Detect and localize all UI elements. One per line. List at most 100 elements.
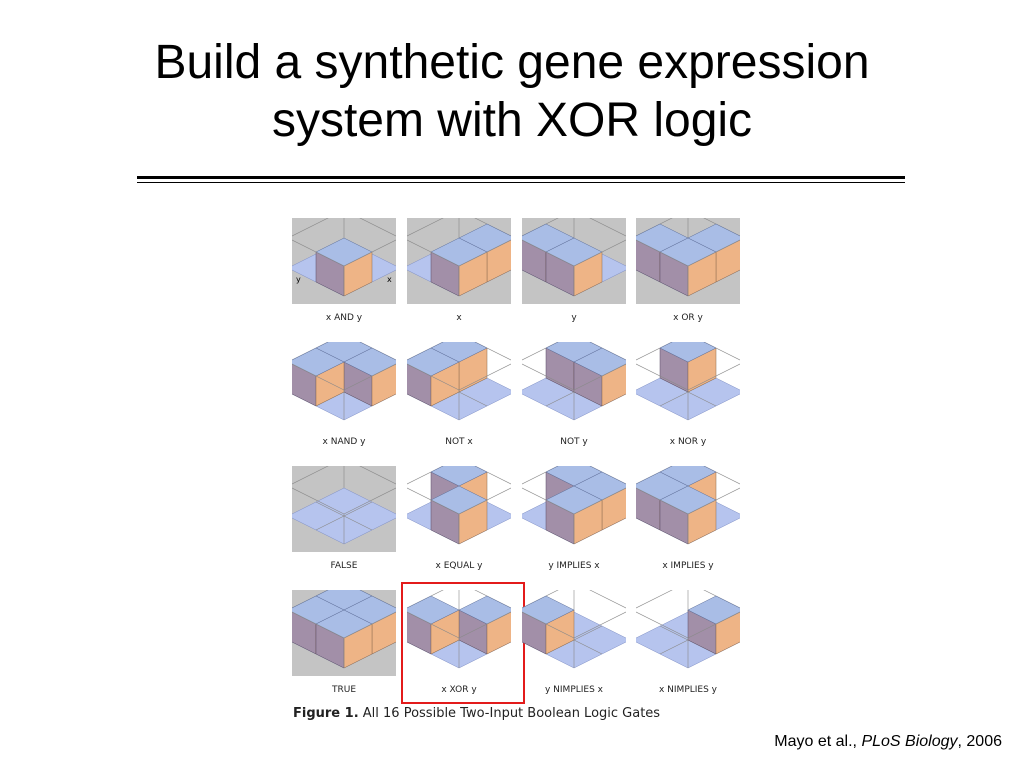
axis-label-y: y — [296, 275, 301, 284]
box-edge — [292, 611, 345, 639]
box-edge — [522, 487, 575, 515]
box-edge — [407, 239, 460, 267]
gate-label: TRUE — [331, 685, 357, 695]
gate-cell: NOT x — [407, 342, 511, 460]
title-underline — [137, 176, 905, 179]
gate-diagram — [636, 342, 740, 421]
gate-label: x AND y — [325, 313, 363, 323]
box-edge — [343, 487, 396, 515]
gate-label: FALSE — [330, 561, 358, 571]
gate-diagram — [636, 466, 740, 545]
gate-cell: x — [407, 218, 511, 336]
box-edge — [687, 363, 740, 391]
gate-label: x EQUAL y — [435, 561, 483, 571]
gate-cell: x NAND y — [292, 342, 396, 460]
box-edge — [292, 466, 329, 485]
gate-label: NOT x — [445, 437, 473, 447]
gate-diagram — [636, 590, 740, 669]
gate-cell: x NOR y — [636, 342, 740, 460]
gate-cell: y IMPLIES x — [522, 466, 626, 584]
box-edge — [458, 363, 511, 391]
box-edge — [292, 363, 345, 391]
gate-label: y IMPLIES x — [548, 561, 600, 571]
box-edge — [343, 363, 396, 391]
slide-title-line2: system with XOR logic — [271, 94, 753, 147]
gate-label: x XOR y — [441, 685, 477, 695]
gate-diagram — [292, 590, 396, 676]
box-edge — [636, 363, 689, 391]
slide-title-line1: Build a synthetic gene expression — [154, 36, 870, 89]
figure-caption: Figure 1. All 16 Possible Two-Input Bool… — [293, 706, 660, 721]
box-edge — [687, 239, 740, 267]
box-edge — [407, 487, 460, 515]
box-edge — [458, 487, 511, 515]
box-edge — [522, 363, 575, 391]
gate-diagram — [292, 466, 396, 552]
gate-diagram — [522, 342, 626, 421]
box-edge — [343, 239, 396, 267]
figure-caption-prefix: Figure 1. — [293, 706, 359, 721]
gate-label: x NAND y — [322, 437, 366, 447]
gate-cell: x IMPLIES y — [636, 466, 740, 584]
citation: Mayo et al., PLoS Biology, 2006 — [774, 733, 1002, 751]
gate-cell: x EQUAL y — [407, 466, 511, 584]
xor-highlight-box — [401, 582, 525, 704]
citation-journal: PLoS Biology — [861, 733, 958, 750]
box-edge — [407, 611, 460, 639]
axis-label-x: x — [387, 275, 392, 284]
slide-title: Build a synthetic gene expression system… — [0, 34, 1024, 150]
gate-label: NOT y — [560, 437, 588, 447]
gate-diagram — [407, 218, 511, 304]
gate-label: x NIMPLIES y — [658, 685, 718, 695]
gate-diagram — [407, 590, 511, 669]
gate-cell: x OR y — [636, 218, 740, 336]
box-edge — [636, 590, 673, 609]
box-edge — [636, 611, 689, 639]
box-edge — [687, 487, 740, 515]
box-edge — [573, 487, 626, 515]
box-edge — [589, 218, 626, 237]
citation-authors: Mayo et al., — [774, 733, 857, 750]
box-edge — [458, 239, 511, 267]
gate-label: y NIMPLIES x — [544, 685, 604, 695]
cube-top-face — [659, 342, 717, 363]
box-edge — [407, 218, 444, 237]
box-edge — [573, 611, 626, 639]
figure-caption-text: All 16 Possible Two-Input Boolean Logic … — [362, 706, 661, 721]
box-edge — [359, 466, 396, 485]
box-edge — [636, 239, 689, 267]
gate-cell: FALSE — [292, 466, 396, 584]
box-edge — [292, 239, 345, 267]
box-edge — [522, 611, 575, 639]
gate-label: x IMPLIES y — [662, 561, 714, 571]
gate-diagram — [522, 590, 626, 669]
gate-diagram — [292, 342, 396, 421]
box-edge — [292, 218, 329, 237]
gate-diagram — [636, 218, 740, 304]
box-edge — [292, 487, 345, 515]
box-edge — [687, 611, 740, 639]
box-edge — [359, 218, 396, 237]
box-edge — [458, 611, 511, 639]
title-underline-thin — [137, 182, 905, 183]
box-edge — [522, 239, 575, 267]
gate-cell: TRUE — [292, 590, 396, 708]
gate-cell: x XOR y — [407, 590, 511, 708]
box-edge — [573, 239, 626, 267]
gate-label: x NOR y — [669, 437, 707, 447]
gate-diagram — [522, 466, 626, 545]
gate-label: x OR y — [673, 313, 703, 323]
gate-cell: y NIMPLIES x — [522, 590, 626, 708]
gate-diagram — [407, 466, 511, 545]
citation-year: , 2006 — [957, 733, 1002, 750]
gate-diagram — [522, 218, 626, 304]
gate-cell: y — [522, 218, 626, 336]
gate-cell: NOT y — [522, 342, 626, 460]
gate-diagram — [407, 342, 511, 421]
box-edge — [343, 611, 396, 639]
box-edge — [636, 487, 689, 515]
gate-label: y — [571, 313, 577, 323]
box-edge — [407, 363, 460, 391]
